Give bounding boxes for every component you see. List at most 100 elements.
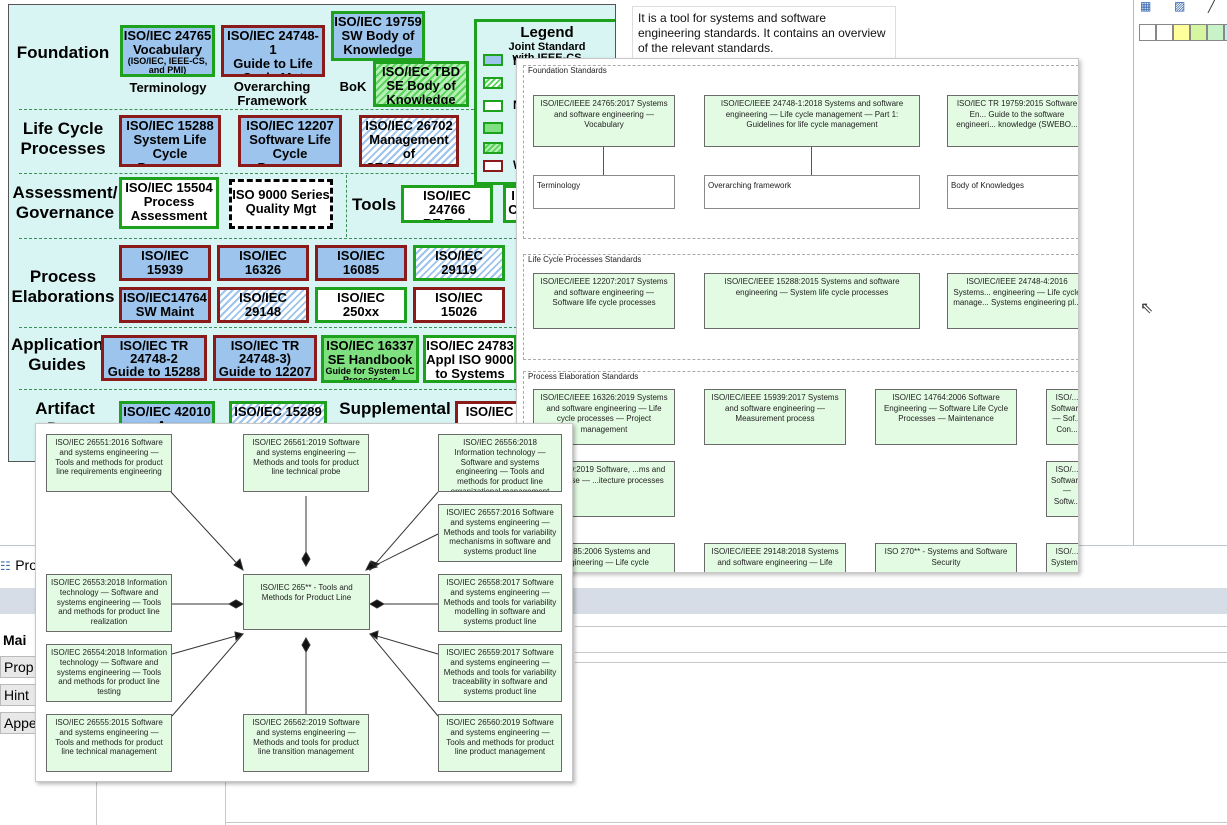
note-edge-3[interactable]: ISO/... Systems... bbox=[1046, 543, 1078, 572]
legend-swatch bbox=[483, 160, 503, 172]
side-tab-hint[interactable]: Hint bbox=[0, 684, 40, 706]
std-26702[interactable]: ISO/IEC 26702 Management of SE Processes bbox=[359, 115, 459, 167]
diamond-end bbox=[365, 561, 379, 571]
connector bbox=[369, 633, 439, 717]
note-24748-4[interactable]: ISO/IEC/IEEE 24748-4:2016 Systems... eng… bbox=[947, 273, 1078, 329]
row-divider bbox=[19, 389, 615, 390]
package-lifecycle[interactable]: Life Cycle Processes Standards bbox=[523, 254, 1078, 360]
std-19759[interactable]: ISO/IEC 19759 SW Body of Knowledge bbox=[331, 11, 425, 61]
caption-bok: BoK bbox=[339, 79, 367, 94]
std-24748-1[interactable]: ISO/IEC 24748-1 Guide to Life Cycle Mgt bbox=[221, 25, 325, 77]
color-swatch-yellow[interactable] bbox=[1173, 24, 1190, 41]
std-16337-label: ISO/IEC 16337 SE Handbook bbox=[326, 338, 414, 367]
package-foundation[interactable]: Foundation Standards bbox=[523, 65, 1078, 239]
std-15939[interactable]: ISO/IEC 15939 Measurement bbox=[119, 245, 211, 281]
std-250xx[interactable]: ISO/IEC 250xx SW Quality bbox=[315, 287, 407, 323]
node-26555[interactable]: ISO/IEC 26555:2015 Software and systems … bbox=[46, 714, 172, 772]
properties-tab[interactable]: ☷ Pro bbox=[0, 557, 40, 577]
std-24783[interactable]: ISO/IEC 24783 Appl ISO 9000 to Systems bbox=[423, 335, 517, 383]
category-terminology[interactable]: Terminology bbox=[533, 175, 675, 209]
node-26561[interactable]: ISO/IEC 26561:2019 Software and systems … bbox=[243, 434, 369, 492]
connector bbox=[369, 491, 439, 571]
std-24766[interactable]: ISO/IEC 24766 RE Tool Reqts bbox=[401, 185, 493, 223]
node-26553[interactable]: ISO/IEC 26553:2018 Information technolog… bbox=[46, 574, 172, 632]
note-24748-1[interactable]: ISO/IEC/IEEE 24748-1:2018 Systems and so… bbox=[704, 95, 920, 147]
std-15026[interactable]: ISO/IEC 15026 Sys/SW Assur bbox=[413, 287, 505, 323]
std-24765[interactable]: ISO/IEC 24765 Vocabulary (ISO/IEC, IEEE-… bbox=[120, 25, 215, 77]
node-26560[interactable]: ISO/IEC 26560:2019 Software and systems … bbox=[438, 714, 562, 772]
row-label-lifecycle: Life Cycle Processes bbox=[20, 119, 106, 158]
std-15504[interactable]: ISO/IEC 15504 Process Assessment bbox=[119, 177, 219, 229]
pencil-icon[interactable]: ╱ bbox=[1208, 0, 1216, 13]
node-26559[interactable]: ISO/IEC 26559:2017 Software and systems … bbox=[438, 644, 562, 702]
node-26556[interactable]: ISO/IEC 26556:2018 Information technolog… bbox=[438, 434, 562, 492]
std-24748-3[interactable]: ISO/IEC TR 24748-3) Guide to 12207 bbox=[213, 335, 317, 381]
diamond-end bbox=[301, 550, 311, 568]
note-15939[interactable]: ISO/IEC/IEEE 15939:2017 Systems and soft… bbox=[704, 389, 846, 445]
column-divider bbox=[96, 782, 97, 825]
std-16326[interactable]: ISO/IEC 16326 Project Mgt bbox=[217, 245, 309, 281]
connector bbox=[603, 147, 604, 175]
center-node[interactable]: ISO/IEC 265** - Tools and Methods for Pr… bbox=[243, 574, 370, 630]
note-24765[interactable]: ISO/IEC/IEEE 24765:2017 Systems and soft… bbox=[533, 95, 675, 147]
std-12207[interactable]: ISO/IEC 12207 Software Life Cycle Proces… bbox=[238, 115, 342, 167]
node-26558[interactable]: ISO/IEC 26558:2017 Software and systems … bbox=[438, 574, 562, 632]
layout-icon[interactable]: ▦ bbox=[1140, 0, 1152, 13]
note-16326[interactable]: ISO/IEC/IEEE 16326:2019 Systems and soft… bbox=[533, 389, 675, 445]
diamond-end bbox=[368, 599, 386, 609]
package-label: Life Cycle Processes Standards bbox=[528, 255, 642, 264]
std-15288[interactable]: ISO/IEC 15288 System Life Cycle Processe… bbox=[119, 115, 221, 167]
std-16337[interactable]: ISO/IEC 16337 SE Handbook Guide for Syst… bbox=[321, 335, 419, 383]
properties-icon: ☷ bbox=[0, 559, 11, 573]
row-divider bbox=[19, 238, 615, 239]
caption-overarching: Overarching Framework bbox=[233, 79, 311, 108]
connector bbox=[170, 491, 244, 571]
note-29148[interactable]: ISO/IEC/IEEE 29148:2018 Systems and soft… bbox=[704, 543, 846, 572]
row-label-application: Application Guides bbox=[11, 335, 104, 374]
category-overarching[interactable]: Overarching framework bbox=[704, 175, 920, 209]
node-26557[interactable]: ISO/IEC 26557:2016 Software and systems … bbox=[438, 504, 562, 562]
note-edge-2[interactable]: ISO/... Software... — Softw... bbox=[1046, 461, 1078, 517]
grid-line bbox=[575, 662, 1227, 663]
color-swatch-lime[interactable] bbox=[1190, 24, 1207, 41]
note-15288[interactable]: ISO/IEC/IEEE 15288:2015 Systems and soft… bbox=[704, 273, 920, 329]
color-swatch-white-2[interactable] bbox=[1156, 24, 1173, 41]
std-16085[interactable]: ISO/IEC 16085 Risk Mgt bbox=[315, 245, 407, 281]
note-270[interactable]: ISO 270** - Systems and Software Securit… bbox=[875, 543, 1017, 572]
color-swatch-white[interactable] bbox=[1139, 24, 1156, 41]
color-swatch-cyan[interactable] bbox=[1224, 24, 1227, 41]
std-29119[interactable]: ISO/IEC 29119 SW Test bbox=[413, 245, 505, 281]
std-24765-label: ISO/IEC 24765 Vocabulary bbox=[123, 28, 212, 57]
connector-layer bbox=[170, 491, 439, 718]
note-14764[interactable]: ISO/IEC 14764:2006 Software Engineering … bbox=[875, 389, 1017, 445]
legend-swatch bbox=[483, 142, 503, 154]
node-26554[interactable]: ISO/IEC 26554:2018 Information technolog… bbox=[46, 644, 172, 702]
category-bok[interactable]: Body of Knowledges bbox=[947, 175, 1078, 209]
std-14764[interactable]: ISO/IEC14764 SW Maint bbox=[119, 287, 211, 323]
color-swatch-green[interactable] bbox=[1207, 24, 1224, 41]
std-tbd[interactable]: ISO/IEC TBD SE Body of Knowledge bbox=[373, 61, 469, 107]
note-12207[interactable]: ISO/IEC/IEEE 12207:2017 Systems and soft… bbox=[533, 273, 675, 329]
caption-terminology: Terminology bbox=[129, 80, 207, 95]
legend-swatch bbox=[483, 77, 503, 89]
std-29148[interactable]: ISO/IEC 29148 Reqts Engrg bbox=[217, 287, 309, 323]
diamond-end bbox=[233, 558, 244, 572]
row-label-assessment: Assessment/ Governance bbox=[12, 183, 118, 222]
mouse-cursor-icon: ⇖ bbox=[1140, 300, 1154, 317]
properties-tab-label: Pro bbox=[15, 557, 38, 573]
node-26562[interactable]: ISO/IEC 26562:2019 Software and systems … bbox=[243, 714, 369, 772]
side-tab-appearance[interactable]: Appe bbox=[0, 712, 40, 734]
palette-panel: ▦ ▨ ╱ bbox=[1133, 0, 1227, 545]
package-diagram-window: Foundation Standards ISO/IEC/IEEE 24765:… bbox=[516, 58, 1079, 573]
side-tab-properties[interactable]: Prop bbox=[0, 656, 40, 678]
note-19759[interactable]: ISO/IEC TR 19759:2015 Software En... Gui… bbox=[947, 95, 1078, 147]
main-section-label: Mai bbox=[3, 632, 27, 648]
legend-swatch bbox=[483, 122, 503, 134]
std-24748-2[interactable]: ISO/IEC TR 24748-2 Guide to 15288 bbox=[101, 335, 207, 381]
image-icon[interactable]: ▨ bbox=[1174, 0, 1186, 13]
std-9000[interactable]: ISO 9000 Series Quality Mgt bbox=[229, 179, 333, 229]
legend-swatch bbox=[483, 54, 503, 66]
note-edge-1[interactable]: ISO/... Software... — Sof... Con... bbox=[1046, 389, 1078, 445]
row-label-process: Process Elaborations bbox=[11, 267, 115, 306]
node-26551[interactable]: ISO/IEC 26551:2016 Software and systems … bbox=[46, 434, 172, 492]
